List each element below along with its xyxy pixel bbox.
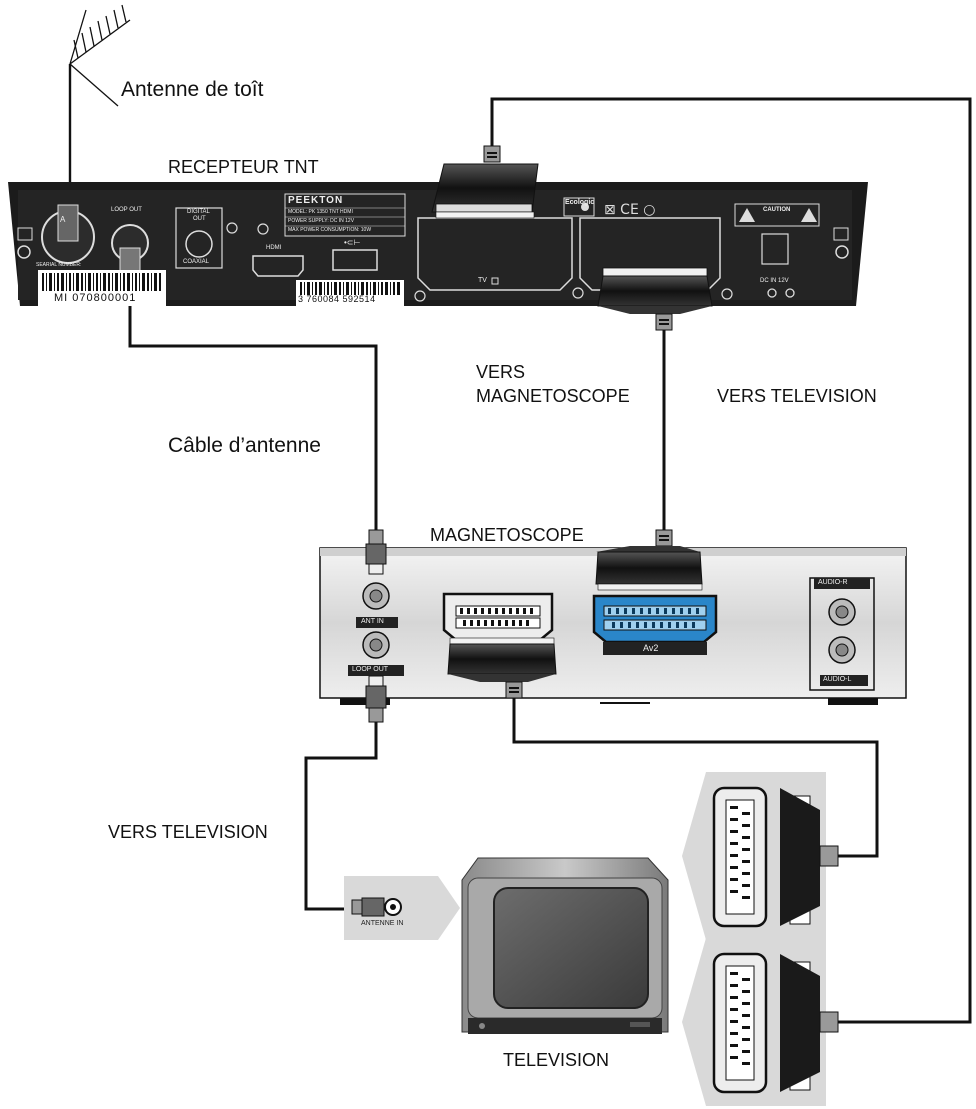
spec-line-model: MODEL: PK 1350 TNT HDMI [288, 209, 353, 215]
scart-plug-vcr-av2 [595, 529, 703, 591]
serial-barcode [42, 273, 161, 291]
ecologic-logo: Ecologic [565, 199, 595, 206]
cables [128, 97, 972, 1024]
vcr-av2-pins [608, 608, 699, 628]
scart-plug-receiver-vcr [597, 267, 713, 331]
usb-icon: •⊂⊢ [344, 238, 361, 247]
audio-r-label: AUDIO-R [818, 579, 848, 586]
coaxial-label: COAXIAL [183, 259, 210, 265]
serial-number: MI 070800001 [54, 292, 137, 304]
digital-out-label-1: DIGITAL [187, 209, 210, 215]
tv-scart-pad-top [682, 772, 839, 940]
tv-scart-pad-bottom [682, 938, 839, 1106]
vcr-antenna-plug-out [365, 675, 387, 723]
vcr-loop-out-label: LOOP OUT [352, 666, 389, 673]
spec-line-power: POWER SUPPLY: DC IN 12V [288, 218, 355, 224]
receiver-loop-out-label: LOOP OUT [111, 207, 142, 213]
vcr-label: MAGNETOSCOPE [430, 525, 584, 545]
spec-line-consumption: MAX POWER CONSUMPTION: 10W [288, 227, 372, 233]
scart-plug-receiver-tv [431, 145, 539, 219]
scart-plug-vcr-left [447, 637, 557, 699]
audio-l-label: AUDIO-L [823, 676, 852, 683]
to-vcr-label-line2: MAGNETOSCOPE [476, 386, 630, 406]
brand-logo: PEEKTON [288, 195, 344, 206]
dc-in-label: DC IN 12V [760, 278, 789, 284]
vcr-antenna-plug-in [365, 529, 387, 575]
hdmi-label: HDMI [266, 245, 282, 251]
av2-label: Av2 [643, 643, 659, 653]
digital-out-label-2: OUT [193, 216, 206, 222]
roof-antenna [68, 4, 131, 205]
receiver-ant-in-label: A [60, 215, 66, 224]
tv-scart-pins [730, 806, 750, 1065]
to-tv-right-label: VERS TELEVISION [717, 386, 877, 406]
product-barcode [300, 282, 400, 295]
serial-number-label: SEARIAL NUMBER: [36, 262, 82, 268]
television [461, 857, 669, 1034]
tv-port-label: TV [478, 277, 487, 284]
antenna-cable-label: Câble d’antenne [168, 434, 321, 457]
caution-label: CAUTION [763, 207, 791, 213]
to-vcr-label-line1: VERS [476, 362, 526, 382]
to-tv-left-label: VERS TELEVISION [108, 822, 268, 842]
tv-antenna-in-label: ANTENNE IN [361, 920, 404, 927]
vcr-scart-pins [460, 608, 533, 626]
vcr-ant-in-label: ANT IN [361, 618, 384, 625]
antenna-label: Antenne de toît [121, 78, 264, 101]
television-label: TELEVISION [503, 1050, 610, 1070]
svg-text:⊠ CE ○: ⊠ CE ○ [604, 202, 655, 218]
tv-antenna-input-pad [344, 876, 460, 940]
product-barcode-number: 3 760084 592514 [298, 294, 376, 304]
receiver-label: RECEPTEUR TNT [168, 157, 319, 177]
